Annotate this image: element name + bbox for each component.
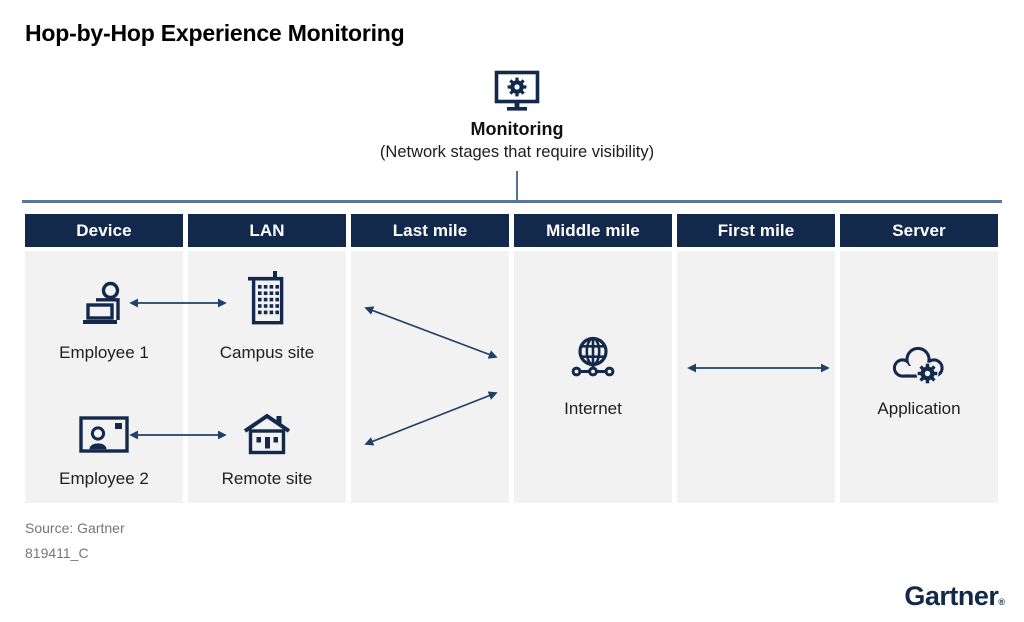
item-label: Application [877, 399, 961, 418]
item-label: Employee 1 [59, 343, 149, 362]
column-header-middle-mile: Middle mile [514, 214, 672, 247]
video-call-icon [25, 413, 183, 457]
column-header-first-mile: First mile [677, 214, 835, 247]
gartner-logo: Gartner® [904, 581, 1005, 611]
item-label: Employee 2 [59, 469, 149, 488]
column-header-device: Device [25, 214, 183, 247]
cloud-gear-icon [840, 337, 998, 385]
column-server: Server [840, 214, 998, 503]
column-header-last-mile: Last mile [351, 214, 509, 247]
column-last-mile: Last mile [351, 214, 509, 503]
column-header-server: Server [840, 214, 998, 247]
item-label: Campus site [219, 343, 315, 362]
column-first-mile: First mile [677, 214, 835, 503]
column-body-middle-mile: Internet [514, 251, 672, 503]
column-lan: LAN C [188, 214, 346, 503]
page-title: Hop-by-Hop Experience Monitoring [25, 20, 405, 46]
connector-horizontal-line [22, 200, 1002, 203]
source-text: Source: Gartner [25, 520, 125, 536]
stage-columns: Device Employee 1 [25, 214, 998, 503]
registered-mark: ® [998, 597, 1005, 607]
monitoring-block: Monitoring (Network stages that require … [317, 70, 717, 162]
column-middle-mile: Middle mile Internet [514, 214, 672, 503]
monitor-gear-icon [317, 70, 717, 112]
person-laptop-icon [25, 279, 183, 327]
item-label: Internet [564, 399, 622, 418]
document-id: 819411_C [25, 545, 89, 561]
column-body-device: Employee 1 Employee 2 [25, 251, 183, 503]
column-header-lan: LAN [188, 214, 346, 247]
item-label: Remote site [221, 469, 313, 488]
connector-vertical-line [516, 171, 518, 200]
house-icon [188, 411, 346, 457]
column-body-lan: Campus site Remote site [188, 251, 346, 503]
building-icon [188, 269, 346, 327]
column-device: Device Employee 1 [25, 214, 183, 503]
monitoring-subtitle: (Network stages that require visibility) [379, 143, 655, 161]
column-body-last-mile [351, 251, 509, 503]
globe-network-icon [514, 335, 672, 379]
column-body-first-mile [677, 251, 835, 503]
monitoring-label: Monitoring [470, 119, 564, 139]
column-body-server: Application [840, 251, 998, 503]
